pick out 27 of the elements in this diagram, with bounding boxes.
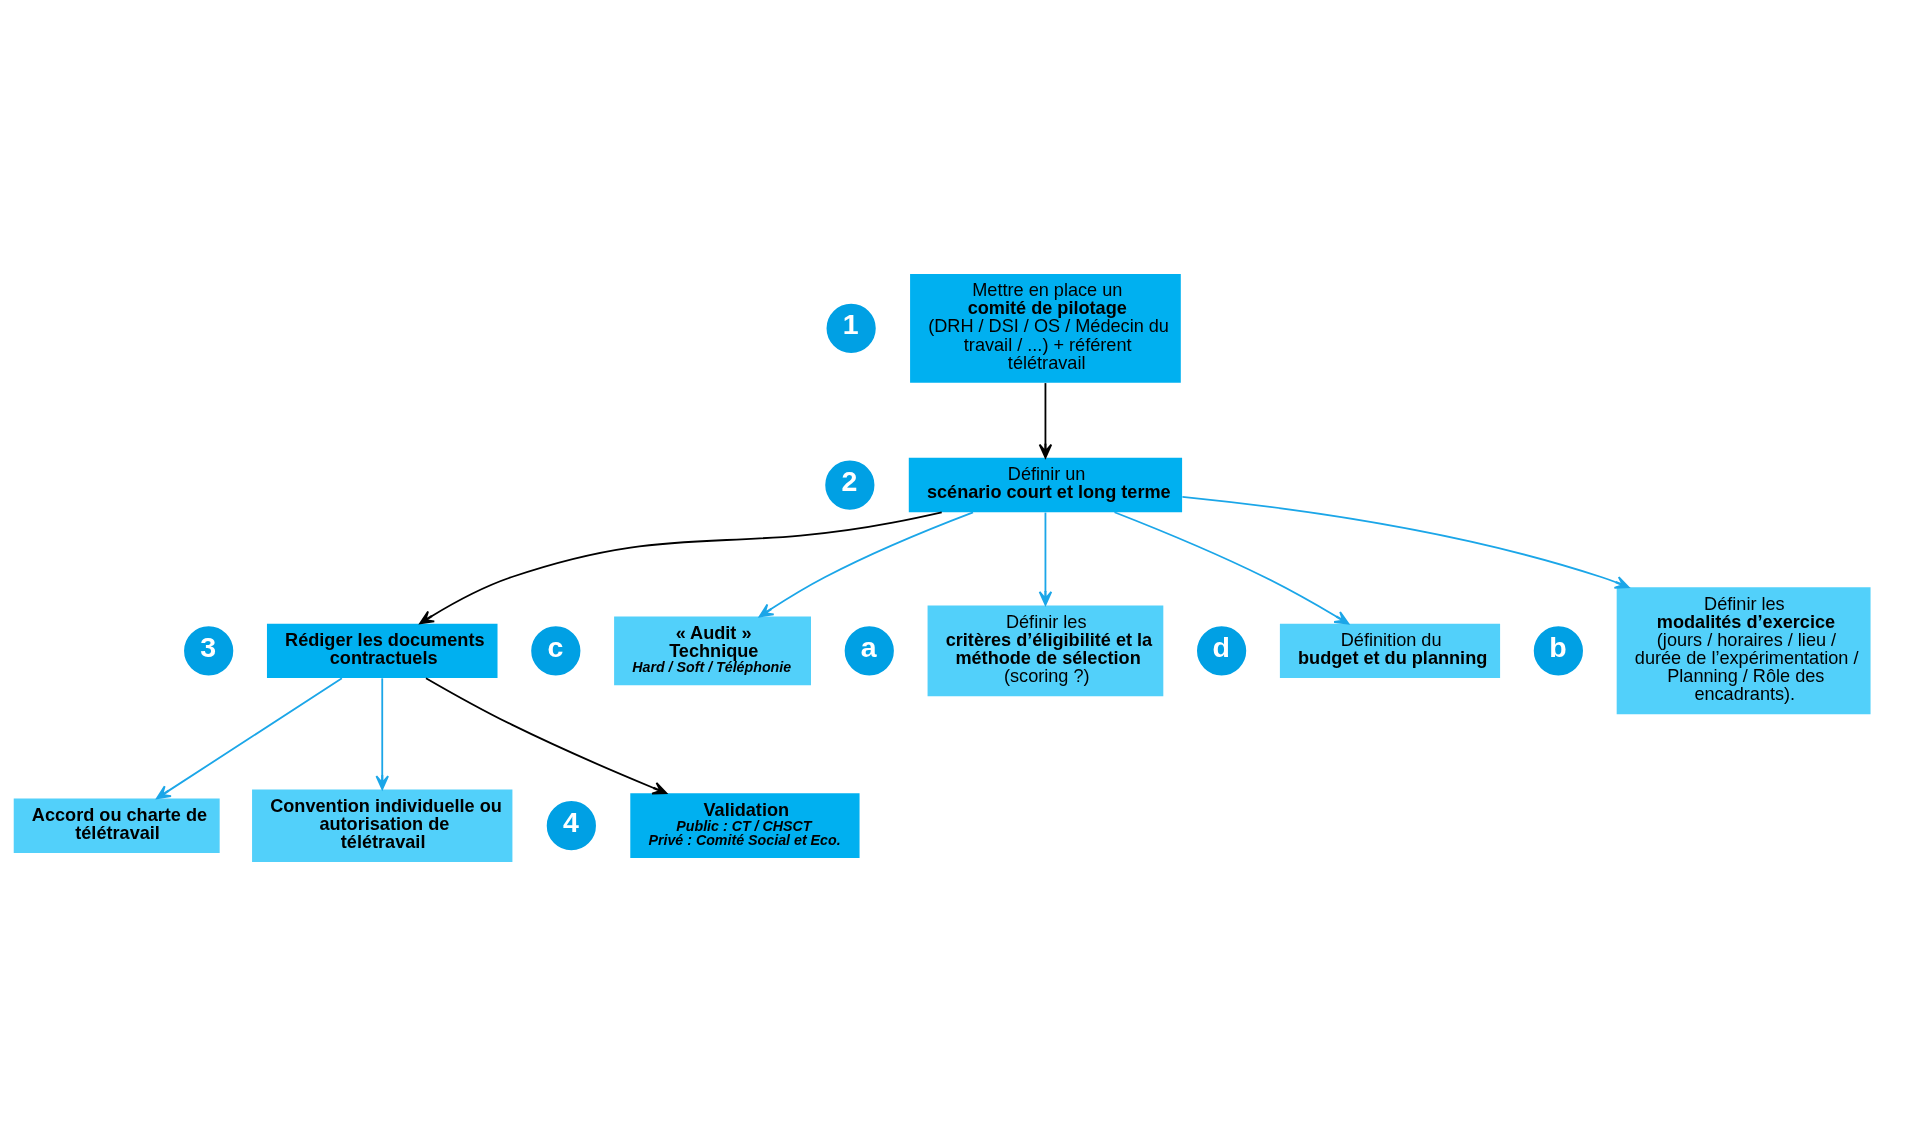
node-circle: 4 — [544, 798, 599, 853]
node-circle: 2 — [822, 457, 878, 512]
node-box: Validation Public : CT / CHSCT Privé : Comité Social et Eco. — [630, 792, 860, 858]
node-box: Rédiger les documents contractuels — [266, 623, 498, 678]
node-box: Définition du budget et du planning — [1279, 623, 1501, 678]
arrow — [425, 676, 668, 795]
arrow — [758, 510, 974, 617]
node-box: Définir les critères d’éligibilité et la méthode de sélection (scoring ?) — [927, 605, 1164, 696]
node-box: Convention individuelle ou autorisation de télétravail — [252, 788, 513, 862]
arrow — [1038, 511, 1053, 606]
node-circle: b — [1531, 623, 1586, 678]
node-circle: a — [842, 623, 897, 678]
arrow — [375, 676, 389, 790]
node-box: Définir les modalités d’exercice (jours / horaires / lieu / durée de l’expérimentation / Planning / Rôle des encadrants). — [1616, 586, 1871, 714]
node-box: Définir un scénario court et long terme — [908, 457, 1183, 512]
arrow — [419, 510, 943, 624]
arrow — [1113, 510, 1350, 625]
node-circle: d — [1194, 623, 1249, 678]
node-box: Mettre en place un comité de pilotage (DRH / DSI / OS / Médecin du travail / ...) + référent télétravail — [910, 273, 1181, 383]
arrow — [156, 676, 343, 799]
arrow — [1038, 381, 1053, 458]
arrow — [1181, 495, 1630, 589]
node-circle: 3 — [181, 623, 236, 678]
node-box: « Audit » Technique Hard / Soft / Téléphonie — [614, 616, 811, 685]
node-box: Accord ou charte de télétravail — [13, 798, 220, 853]
node-circle: 1 — [823, 300, 879, 355]
node-circle: c — [528, 623, 583, 678]
